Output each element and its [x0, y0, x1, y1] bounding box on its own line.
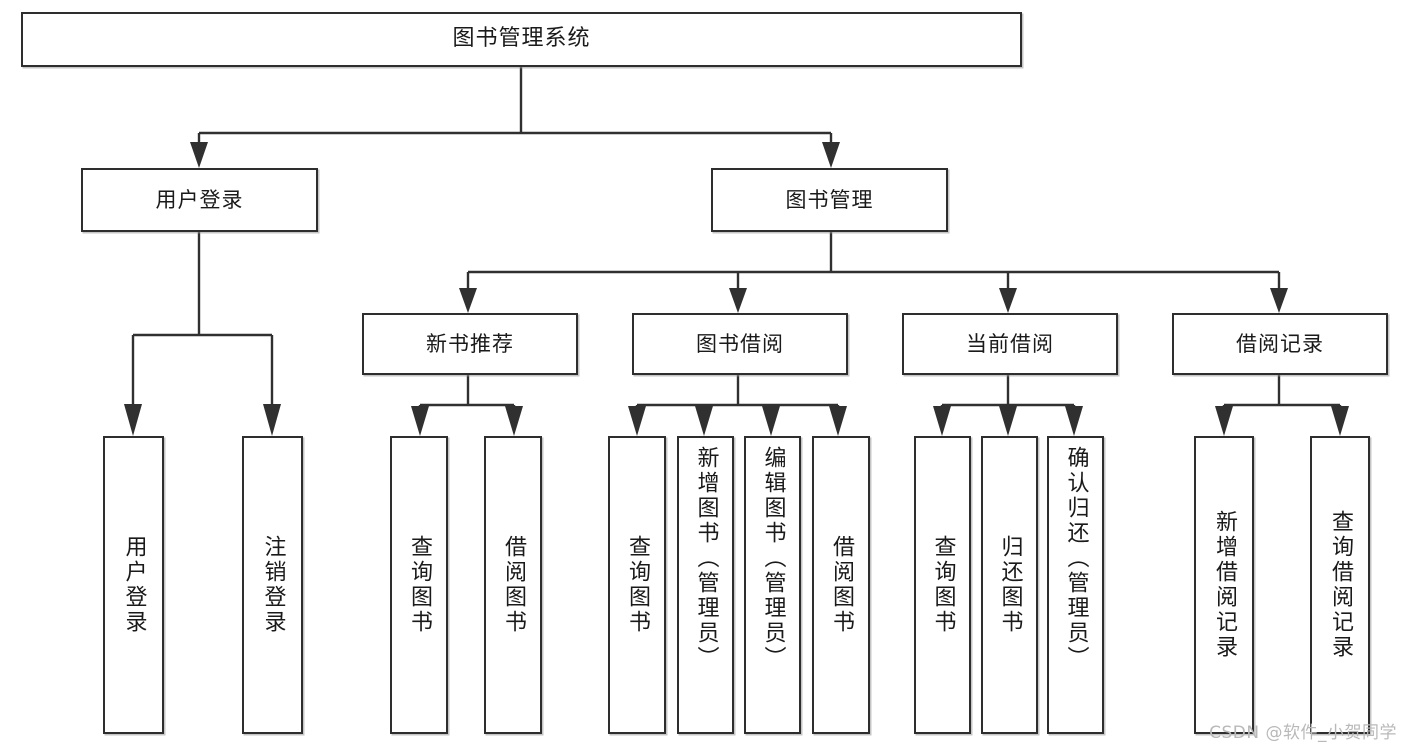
node-label: 查询图书: [407, 535, 432, 635]
node-label: 查询借阅记录: [1328, 510, 1353, 660]
node-borrow-record[interactable]: 借阅记录: [1172, 313, 1388, 375]
node-label: 查询图书: [625, 535, 650, 635]
leaf-borrow-books[interactable]: 借阅图书: [812, 436, 870, 734]
leaf-borrow-books-recommend[interactable]: 借阅图书: [484, 436, 542, 734]
node-new-book-recommendation[interactable]: 新书推荐: [362, 313, 578, 375]
node-label: 新书推荐: [426, 331, 514, 356]
node-book-management[interactable]: 图书管理: [711, 168, 948, 232]
leaf-query-borrow-record[interactable]: 查询借阅记录: [1310, 436, 1370, 734]
leaf-logout[interactable]: 注销登录: [242, 436, 303, 734]
leaf-query-books-borrow[interactable]: 查询图书: [608, 436, 666, 734]
node-label: 借阅记录: [1236, 331, 1324, 356]
leaf-query-books-recommend[interactable]: 查询图书: [390, 436, 448, 734]
node-book-borrowing[interactable]: 图书借阅: [632, 313, 848, 375]
leaf-user-login[interactable]: 用户登录: [103, 436, 164, 734]
node-label: 用户登录: [121, 535, 147, 635]
leaf-add-borrow-record[interactable]: 新增借阅记录: [1194, 436, 1254, 734]
node-root-library-system[interactable]: 图书管理系统: [21, 12, 1022, 67]
node-label: 当前借阅: [966, 331, 1054, 356]
node-label: 图书管理系统: [452, 26, 591, 52]
node-label: 编辑图书（管理员）: [760, 446, 786, 671]
node-user-login[interactable]: 用户登录: [81, 168, 318, 232]
node-label: 图书管理: [785, 187, 874, 212]
leaf-confirm-return-admin[interactable]: 确认归还（管理员）: [1047, 436, 1104, 734]
node-current-borrowing[interactable]: 当前借阅: [902, 313, 1118, 375]
node-label: 新增图书（管理员）: [693, 446, 719, 671]
node-label: 归还图书: [997, 535, 1023, 635]
node-label: 借阅图书: [501, 535, 526, 635]
node-label: 确认归还（管理员）: [1063, 446, 1089, 671]
node-label: 借阅图书: [829, 535, 854, 635]
node-label: 图书借阅: [696, 331, 784, 356]
node-label: 新增借阅记录: [1212, 510, 1237, 660]
node-label: 用户登录: [155, 187, 244, 212]
csdn-watermark: CSDN @软件_小贺同学: [1209, 723, 1397, 743]
leaf-return-books[interactable]: 归还图书: [981, 436, 1038, 734]
leaf-edit-book-admin[interactable]: 编辑图书（管理员）: [744, 436, 801, 734]
leaf-query-books-current[interactable]: 查询图书: [914, 436, 971, 734]
leaf-add-book-admin[interactable]: 新增图书（管理员）: [677, 436, 734, 734]
node-label: 注销登录: [260, 535, 286, 635]
node-label: 查询图书: [930, 535, 956, 635]
